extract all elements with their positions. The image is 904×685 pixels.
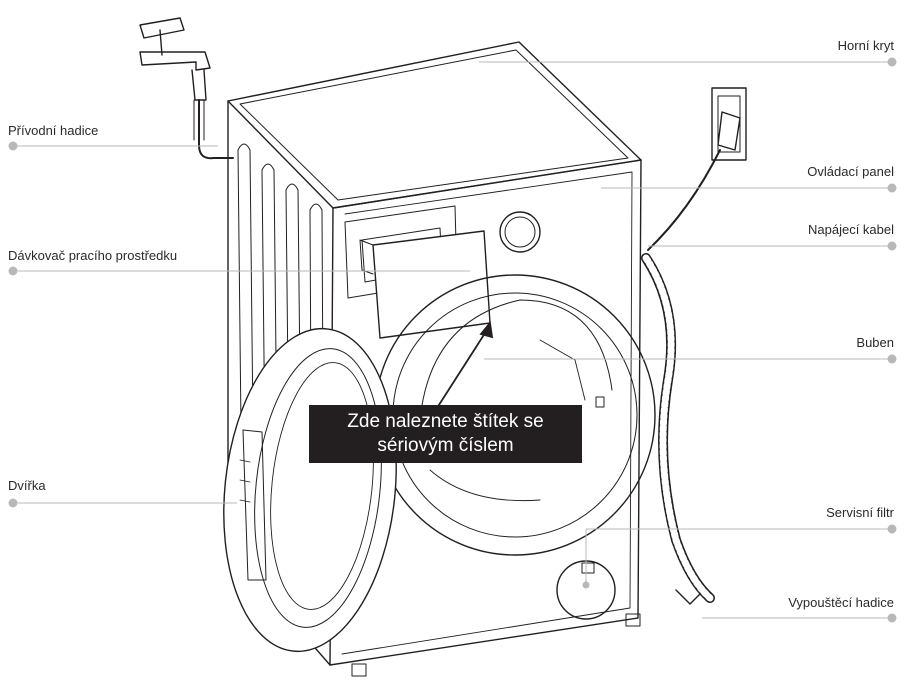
detergent-drawer: [373, 231, 490, 338]
label-servisni-filtr: Servisní filtr: [826, 505, 894, 521]
label-buben: Buben: [856, 335, 894, 351]
label-horni-kryt: Horní kryt: [838, 38, 894, 54]
label-napajeci-kabel: Napájecí kabel: [808, 222, 894, 238]
serial-number-callout-text: Zde naleznete štítek se sériovým číslem: [309, 410, 582, 458]
faucet: [140, 18, 184, 38]
program-knob: [500, 212, 540, 252]
label-dvirka: Dvířka: [8, 478, 46, 494]
power-cable-path: [648, 150, 720, 250]
label-privodni-hadice: Přívodní hadice: [8, 123, 98, 139]
serial-number-callout: Zde naleznete štítek se sériovým číslem: [309, 405, 582, 463]
top-cover: [228, 42, 641, 208]
label-vypousteci-hadice: Vypouštěcí hadice: [788, 595, 894, 611]
label-ovladaci-panel: Ovládací panel: [807, 164, 894, 180]
label-davkovac: Dávkovač pracího prostředku: [8, 248, 177, 264]
